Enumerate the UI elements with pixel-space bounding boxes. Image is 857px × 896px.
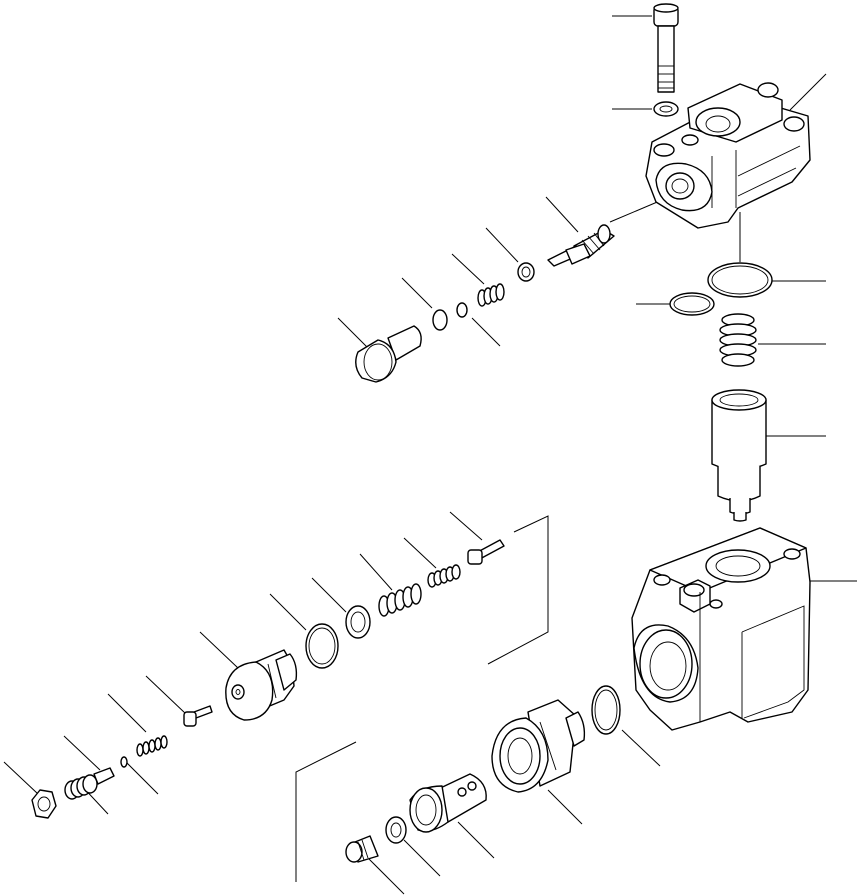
o-ring-small-inner: [673, 295, 711, 313]
o-ring-lower-small: [120, 756, 128, 768]
relief-valve-cap: [225, 649, 298, 721]
leader-o-ring-lower-small: [123, 759, 159, 795]
leader-o-ring-middle: [269, 593, 307, 631]
leader-spring-small-upper: [451, 253, 485, 285]
plug: [355, 325, 422, 383]
spring-lower: [136, 735, 168, 757]
leader-o-ring-body: [621, 729, 661, 767]
spring-middle-large: [378, 583, 422, 617]
leader-relief-valve-cap: [199, 631, 239, 669]
leader-main-poppet: [457, 821, 495, 859]
o-ring-middle: [305, 623, 339, 669]
leader-lines: [3, 15, 857, 895]
piston-sleeve: [711, 389, 767, 522]
o-ring-large: [707, 262, 773, 298]
leader-spring-middle-small: [403, 537, 437, 569]
spring-middle-small: [427, 564, 461, 588]
pilot-poppet: [547, 224, 615, 267]
leader-relief-valve-seat: [547, 789, 583, 825]
pin: [183, 705, 213, 727]
washer: [653, 101, 679, 117]
leader-spring-middle-large: [359, 553, 393, 591]
valve-body: [631, 527, 811, 731]
leader-pilot-poppet: [545, 196, 579, 233]
leader-adjusting-screw: [63, 735, 101, 771]
o-ring-body-inner: [594, 689, 618, 731]
needle: [467, 539, 505, 565]
o-ring-small: [669, 292, 715, 316]
leader-spring-seat: [485, 227, 519, 263]
leader-lock-nut: [3, 761, 39, 795]
collar: [385, 816, 407, 844]
leader-pin: [145, 675, 187, 715]
leader-o-ring-upper-small: [401, 277, 433, 309]
sleeve: [409, 785, 449, 833]
retainer-ring: [345, 605, 371, 639]
leader-retainer-ring: [311, 577, 347, 613]
o-ring-large-inner: [711, 265, 769, 295]
leader-needle: [449, 511, 483, 541]
leader-upper-cover: [789, 73, 827, 111]
centerline-pilot: [609, 199, 663, 223]
washer-small-upper: [456, 302, 468, 318]
cap-screw: [653, 3, 679, 93]
upper-valve-cover: [645, 82, 811, 229]
bracket-upper: [487, 515, 549, 665]
leader-plug: [337, 317, 371, 351]
relief-valve-seat: [491, 699, 586, 793]
adjusting-screw: [64, 767, 115, 800]
o-ring-body: [591, 685, 621, 735]
leader-collar: [403, 839, 441, 877]
o-ring-middle-inner: [308, 627, 336, 665]
leader-washer-small-upper: [471, 317, 501, 347]
spring-small-upper: [477, 283, 505, 307]
lock-nut: [31, 789, 57, 819]
o-ring-upper-small: [432, 309, 448, 331]
bracket-lower: [295, 741, 357, 882]
leader-spring-lower: [107, 693, 147, 733]
cap-small: [345, 835, 379, 863]
spring-seat: [517, 262, 535, 282]
spring-large: [719, 313, 757, 367]
leader-cap-small: [367, 857, 405, 895]
